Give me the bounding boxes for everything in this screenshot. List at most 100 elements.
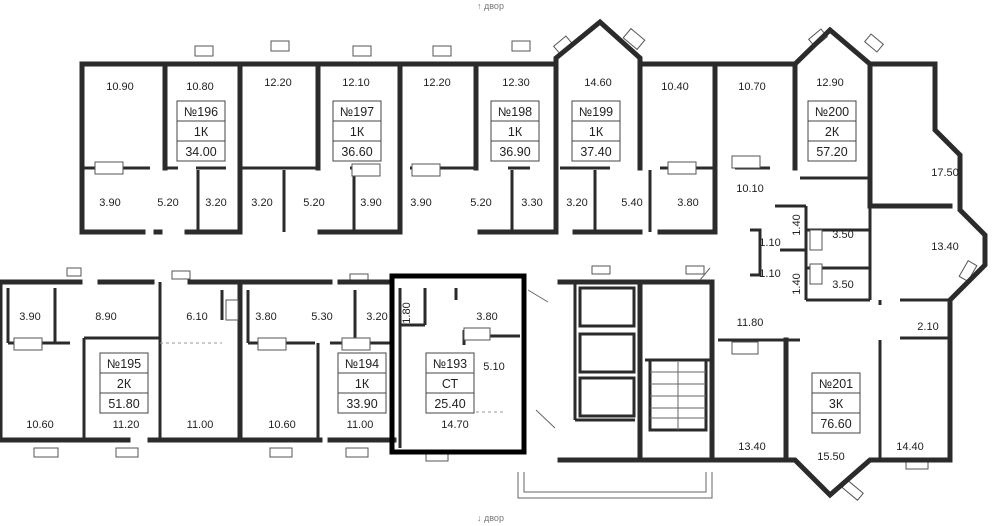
room-area-label: 10.60 xyxy=(268,419,296,431)
apartment-label-cell xyxy=(490,140,540,162)
room-area-label: 5.30 xyxy=(311,311,332,323)
apartment-number: №198 xyxy=(498,105,532,119)
apartment-number: №201 xyxy=(819,377,853,391)
room-area-labels: 10.90 10.80 12.20 12.10 12.20 12.30 14.60 10.40… xyxy=(19,77,958,463)
apartment-area: 36.60 xyxy=(341,145,372,159)
apartment-area: 36.90 xyxy=(499,145,530,159)
apartment-label-cell xyxy=(811,412,861,434)
apartment-label-198[interactable]: №198 1К 36.90 xyxy=(490,100,540,162)
lower-left-walls xyxy=(0,279,397,443)
room-area-label: 15.50 xyxy=(817,451,845,463)
apartment-label-196[interactable]: №196 1К 34.00 xyxy=(176,100,226,162)
room-area-label: 1.80 xyxy=(401,302,413,323)
apartment-area: 33.90 xyxy=(346,397,377,411)
room-area-label: 5.20 xyxy=(157,197,178,209)
apartment-type: 2К xyxy=(825,125,840,139)
apartment-label-cell xyxy=(99,392,149,414)
room-area-label: 8.90 xyxy=(95,311,116,323)
room-area-label: 3.50 xyxy=(832,229,853,241)
apartment-number: №194 xyxy=(345,357,379,371)
room-area-label: 10.40 xyxy=(661,81,689,93)
apartment-label-cell xyxy=(425,392,475,414)
room-area-label: 1.40 xyxy=(791,214,803,235)
room-area-label: 12.90 xyxy=(816,77,844,89)
room-area-label: 3.20 xyxy=(566,197,587,209)
room-area-label: 5.20 xyxy=(470,197,491,209)
windows-bottom xyxy=(33,447,929,501)
apartment-type: 1К xyxy=(194,125,209,139)
apartment-number: №195 xyxy=(107,357,141,371)
apartment-area: 51.80 xyxy=(108,397,139,411)
apartment-number: №200 xyxy=(815,105,849,119)
apartment-area: 37.40 xyxy=(580,145,611,159)
room-area-label: 14.70 xyxy=(441,419,469,431)
apartment-label-194[interactable]: №194 1К 33.90 xyxy=(337,352,387,414)
apartment-area: 76.60 xyxy=(820,417,851,431)
room-area-label: 12.20 xyxy=(423,77,451,89)
apartment-type: 1К xyxy=(589,125,604,139)
room-area-label: 3.20 xyxy=(251,197,272,209)
room-area-label: 10.10 xyxy=(736,183,764,195)
room-area-label: 3.90 xyxy=(410,197,431,209)
room-area-label: 3.20 xyxy=(366,311,387,323)
room-area-label: 3.80 xyxy=(476,311,497,323)
room-area-label: 10.60 xyxy=(26,419,54,431)
room-area-label: 11.00 xyxy=(187,419,214,431)
apartment-type: 1К xyxy=(350,125,365,139)
room-area-label: 11.00 xyxy=(347,419,374,431)
apartment-label-cell xyxy=(332,140,382,162)
apartment-number: №193 xyxy=(433,357,467,371)
room-area-label: 3.30 xyxy=(521,197,542,209)
room-area-label: 3.50 xyxy=(832,279,853,291)
apartment-type: СТ xyxy=(442,377,459,391)
apartment-label-cell xyxy=(807,140,857,162)
room-area-label: 12.10 xyxy=(342,77,370,89)
room-area-label: 1.10 xyxy=(759,268,780,280)
room-area-label: 12.20 xyxy=(264,77,292,89)
room-area-label: 10.90 xyxy=(106,81,134,93)
room-area-label: 10.80 xyxy=(186,81,214,93)
apartment-label-195[interactable]: №195 2К 51.80 xyxy=(99,352,149,414)
room-area-label: 17.50 xyxy=(931,167,959,179)
apartment-label-201[interactable]: №201 3К 76.60 xyxy=(811,372,861,434)
apartment-area: 57.20 xyxy=(816,145,847,159)
room-area-label: 5.10 xyxy=(483,361,504,373)
room-area-label: 13.40 xyxy=(931,241,959,253)
windows-top xyxy=(66,27,978,283)
apartment-label-cell xyxy=(176,140,226,162)
apartment-193-highlight xyxy=(389,273,527,455)
room-area-label: 6.10 xyxy=(186,311,207,323)
room-area-label: 5.20 xyxy=(303,197,324,209)
room-area-label: 5.40 xyxy=(621,197,642,209)
room-area-label: 10.70 xyxy=(738,81,766,93)
apartment-label-200[interactable]: №200 2К 57.20 xyxy=(807,100,857,162)
orientation-top: ↑ двор xyxy=(477,1,504,11)
room-area-label: 12.30 xyxy=(502,77,530,89)
room-area-label: 3.90 xyxy=(19,311,40,323)
apartment-number: №196 xyxy=(184,105,218,119)
room-area-label: 1.10 xyxy=(759,237,780,249)
core-walls xyxy=(527,267,953,499)
room-area-label: 3.90 xyxy=(99,197,120,209)
room-area-label: 3.90 xyxy=(360,197,381,209)
apartment-area: 25.40 xyxy=(434,397,465,411)
room-area-label: 14.60 xyxy=(584,77,612,89)
apartment-label-cell xyxy=(571,140,621,162)
room-area-label: 3.80 xyxy=(255,311,276,323)
apartment-type: 1К xyxy=(355,377,370,391)
room-area-label: 3.20 xyxy=(205,197,226,209)
apartment-type: 2К xyxy=(117,377,132,391)
apartment-area: 34.00 xyxy=(185,145,216,159)
room-area-label: 3.80 xyxy=(677,197,698,209)
room-area-label: 13.40 xyxy=(738,441,766,453)
apartment-type: 1К xyxy=(508,125,523,139)
room-area-label: 1.40 xyxy=(791,273,803,294)
apartment-type: 3К xyxy=(829,397,844,411)
room-area-label: 14.40 xyxy=(896,441,924,453)
bathroom-fixtures xyxy=(13,155,823,355)
room-area-label: 11.80 xyxy=(737,317,764,329)
